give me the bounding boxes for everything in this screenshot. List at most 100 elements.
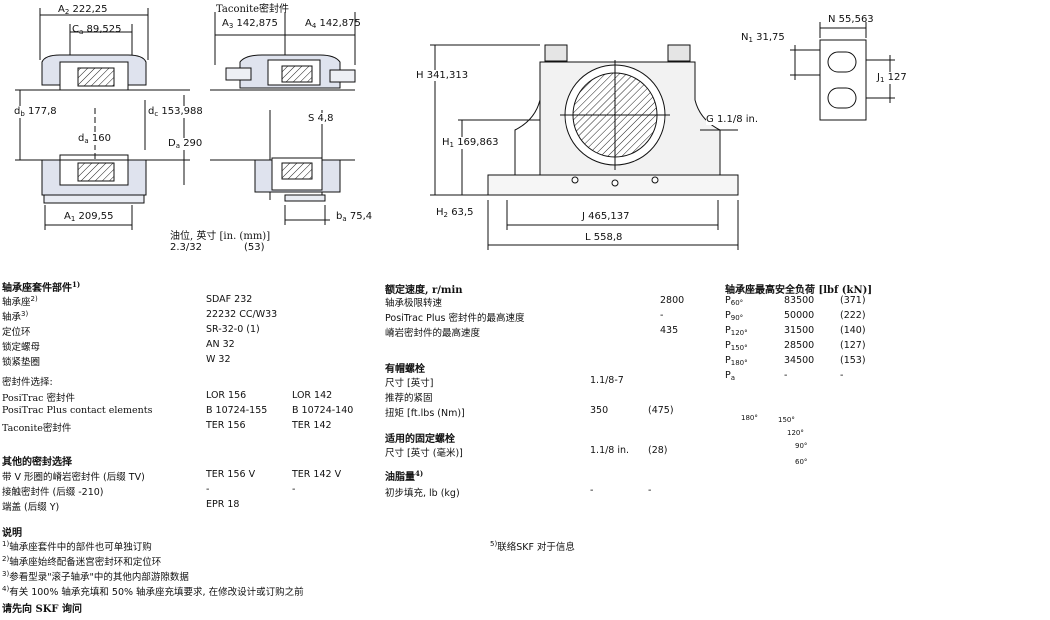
housing-part-value: W 32 — [206, 354, 231, 365]
foot-detail-drawing — [790, 22, 895, 121]
housing-front-view — [430, 44, 739, 250]
seal-label: PosiTrac 密封件 — [2, 393, 76, 404]
dim-H1: H1 169,863 — [442, 137, 499, 149]
dim-A4: A4 142,875 — [305, 18, 361, 30]
dim-Da: Da 290 — [168, 138, 203, 150]
other-seal-title: 其他的密封选择 — [2, 457, 72, 468]
speed-label: 嵴岩密封件的最高速度 — [385, 328, 481, 339]
dim-N: N 55,563 — [828, 14, 874, 25]
dim-da: da 160 — [78, 133, 111, 145]
note-item: 4)有关 100% 轴承充填和 50% 轴承座充填要求, 在修改设计或订购之前 — [2, 584, 304, 598]
speed-label: PosiTrac Plus 密封件的最高速度 — [385, 313, 525, 324]
cap-bolt-label: 推荐的紧固 — [385, 393, 433, 404]
load-value-kn: (140) — [840, 325, 866, 336]
other-seal-value-1: TER 156 V — [206, 469, 256, 480]
seal-value-2: B 10724-140 — [292, 405, 354, 416]
load-symbol: P — [725, 340, 731, 351]
load-value-lbf: 34500 — [784, 355, 815, 366]
grease-label: 初步填充, lb (kg) — [385, 488, 460, 499]
oil-level-value: 2.3/32 — [170, 242, 202, 253]
seal-selection-title: 密封件选择: — [2, 377, 53, 388]
taconite-seal-label: Taconite密封件 — [216, 4, 290, 15]
other-seal-value-1: EPR 18 — [206, 499, 240, 510]
dim-dc: dc 153,988 — [148, 106, 203, 118]
load-angle: 180° — [730, 359, 748, 367]
cap-bolt-label: 扭矩 [ft.lbs (Nm)] — [385, 408, 465, 419]
grease-value-2: - — [648, 485, 652, 496]
housing-part-label: 锁紧垫圈 — [2, 354, 40, 368]
load-value-kn: - — [840, 370, 844, 381]
seal-label: PosiTrac Plus contact elements — [2, 405, 153, 416]
other-seal-label: 带 V 形圈的嵴岩密封件 (后缀 TV) — [2, 472, 145, 483]
load-value-lbf: 28500 — [784, 340, 815, 351]
load-angle-label: 180° — [741, 414, 758, 422]
housing-part-label-footnote: 3) — [21, 310, 29, 318]
load-label: P180° — [725, 355, 748, 367]
other-seal-label: 端盖 (后缀 Y) — [2, 502, 60, 513]
dim-L: L 558,8 — [585, 232, 623, 243]
cap-bolt-value-1: 1.1/8-7 — [590, 375, 624, 386]
other-seal-value-2: TER 142 V — [292, 469, 342, 480]
dim-A1: A1 209,55 — [64, 211, 114, 223]
load-label: P60° — [725, 295, 743, 307]
note-item: 1)轴承座套件中的部件也可单独订购 — [2, 539, 152, 553]
load-angle: 120° — [730, 329, 748, 337]
load-angle: a — [730, 374, 736, 382]
seal-value-2: TER 142 — [292, 420, 332, 431]
note-number: 2) — [2, 555, 10, 563]
dim-H2: H2 63,5 — [436, 207, 474, 219]
load-value-kn: (127) — [840, 340, 866, 351]
housing-section-drawing-1 — [15, 8, 190, 230]
notes-title: 说明 — [2, 528, 22, 539]
seal-value-2: LOR 142 — [292, 390, 333, 401]
housing-part-value: 22232 CC/W33 — [206, 309, 278, 320]
other-seal-value-1: - — [206, 484, 210, 495]
other-seal-value-2: - — [292, 484, 296, 495]
load-angle-label: 150° — [778, 416, 795, 424]
fix-bolt-value-1: 1.1/8 in. — [590, 445, 630, 456]
load-symbol: P — [725, 310, 731, 321]
load-label: P90° — [725, 310, 743, 322]
speed-value: - — [660, 310, 664, 321]
speed-title: 额定速度, r/min — [385, 285, 463, 296]
load-label: P120° — [725, 325, 748, 337]
load-value-lbf: 50000 — [784, 310, 815, 321]
fix-bolt-title: 适用的固定螺栓 — [385, 434, 455, 445]
note-item: 2)轴承座始终配备迷宫密封环和定位环 — [2, 554, 161, 568]
housing-part-value: SDAF 232 — [206, 294, 253, 305]
load-angle: 90° — [730, 314, 744, 322]
load-value-kn: (222) — [840, 310, 866, 321]
fix-bolt-label: 尺寸 [英寸 (毫米)] — [385, 448, 463, 459]
grease-title: 油脂量4) — [385, 469, 424, 483]
note-number: 4) — [2, 585, 10, 593]
speed-value: 435 — [660, 325, 679, 336]
housing-part-label-text: 锁定螺母 — [2, 342, 41, 353]
housing-part-label: 轴承3) — [2, 309, 28, 323]
housing-section-title: 轴承座套件部件1) — [2, 280, 81, 294]
speed-value: 2800 — [660, 295, 685, 306]
grease-value-1: - — [590, 485, 594, 496]
speed-label: 轴承极限转速 — [385, 298, 443, 309]
seal-value-1: TER 156 — [206, 420, 246, 431]
load-symbol: P — [725, 370, 731, 381]
dim-A3: A3 142,875 — [222, 18, 278, 30]
contact-skf: 请先向 SKF 询问 — [2, 604, 82, 615]
dim-J: J 465,137 — [582, 211, 630, 222]
seal-label: Taconite密封件 — [2, 423, 72, 434]
load-value-kn: (153) — [840, 355, 866, 366]
load-value-kn: (371) — [840, 295, 866, 306]
cap-bolt-value-2: (475) — [648, 405, 674, 416]
note-number: 1) — [2, 540, 10, 548]
oil-level-label: 油位, 英寸 [in. (mm)] — [170, 231, 271, 242]
housing-part-value: SR-32-0 (1) — [206, 324, 260, 335]
cap-bolt-value-1: 350 — [590, 405, 609, 416]
note-text: 有关 100% 轴承充填和 50% 轴承座充填要求, 在修改设计或订购之前 — [9, 587, 304, 598]
load-symbol: P — [725, 325, 731, 336]
load-symbol: P — [725, 355, 731, 366]
load-angle-label: 120° — [787, 429, 804, 437]
dim-db: db 177,8 — [14, 106, 57, 118]
load-angle-label: 60° — [795, 458, 808, 466]
dim-H: H 341,313 — [416, 70, 469, 81]
load-angle-label: 90° — [795, 442, 808, 450]
note-number: 3) — [2, 570, 10, 578]
